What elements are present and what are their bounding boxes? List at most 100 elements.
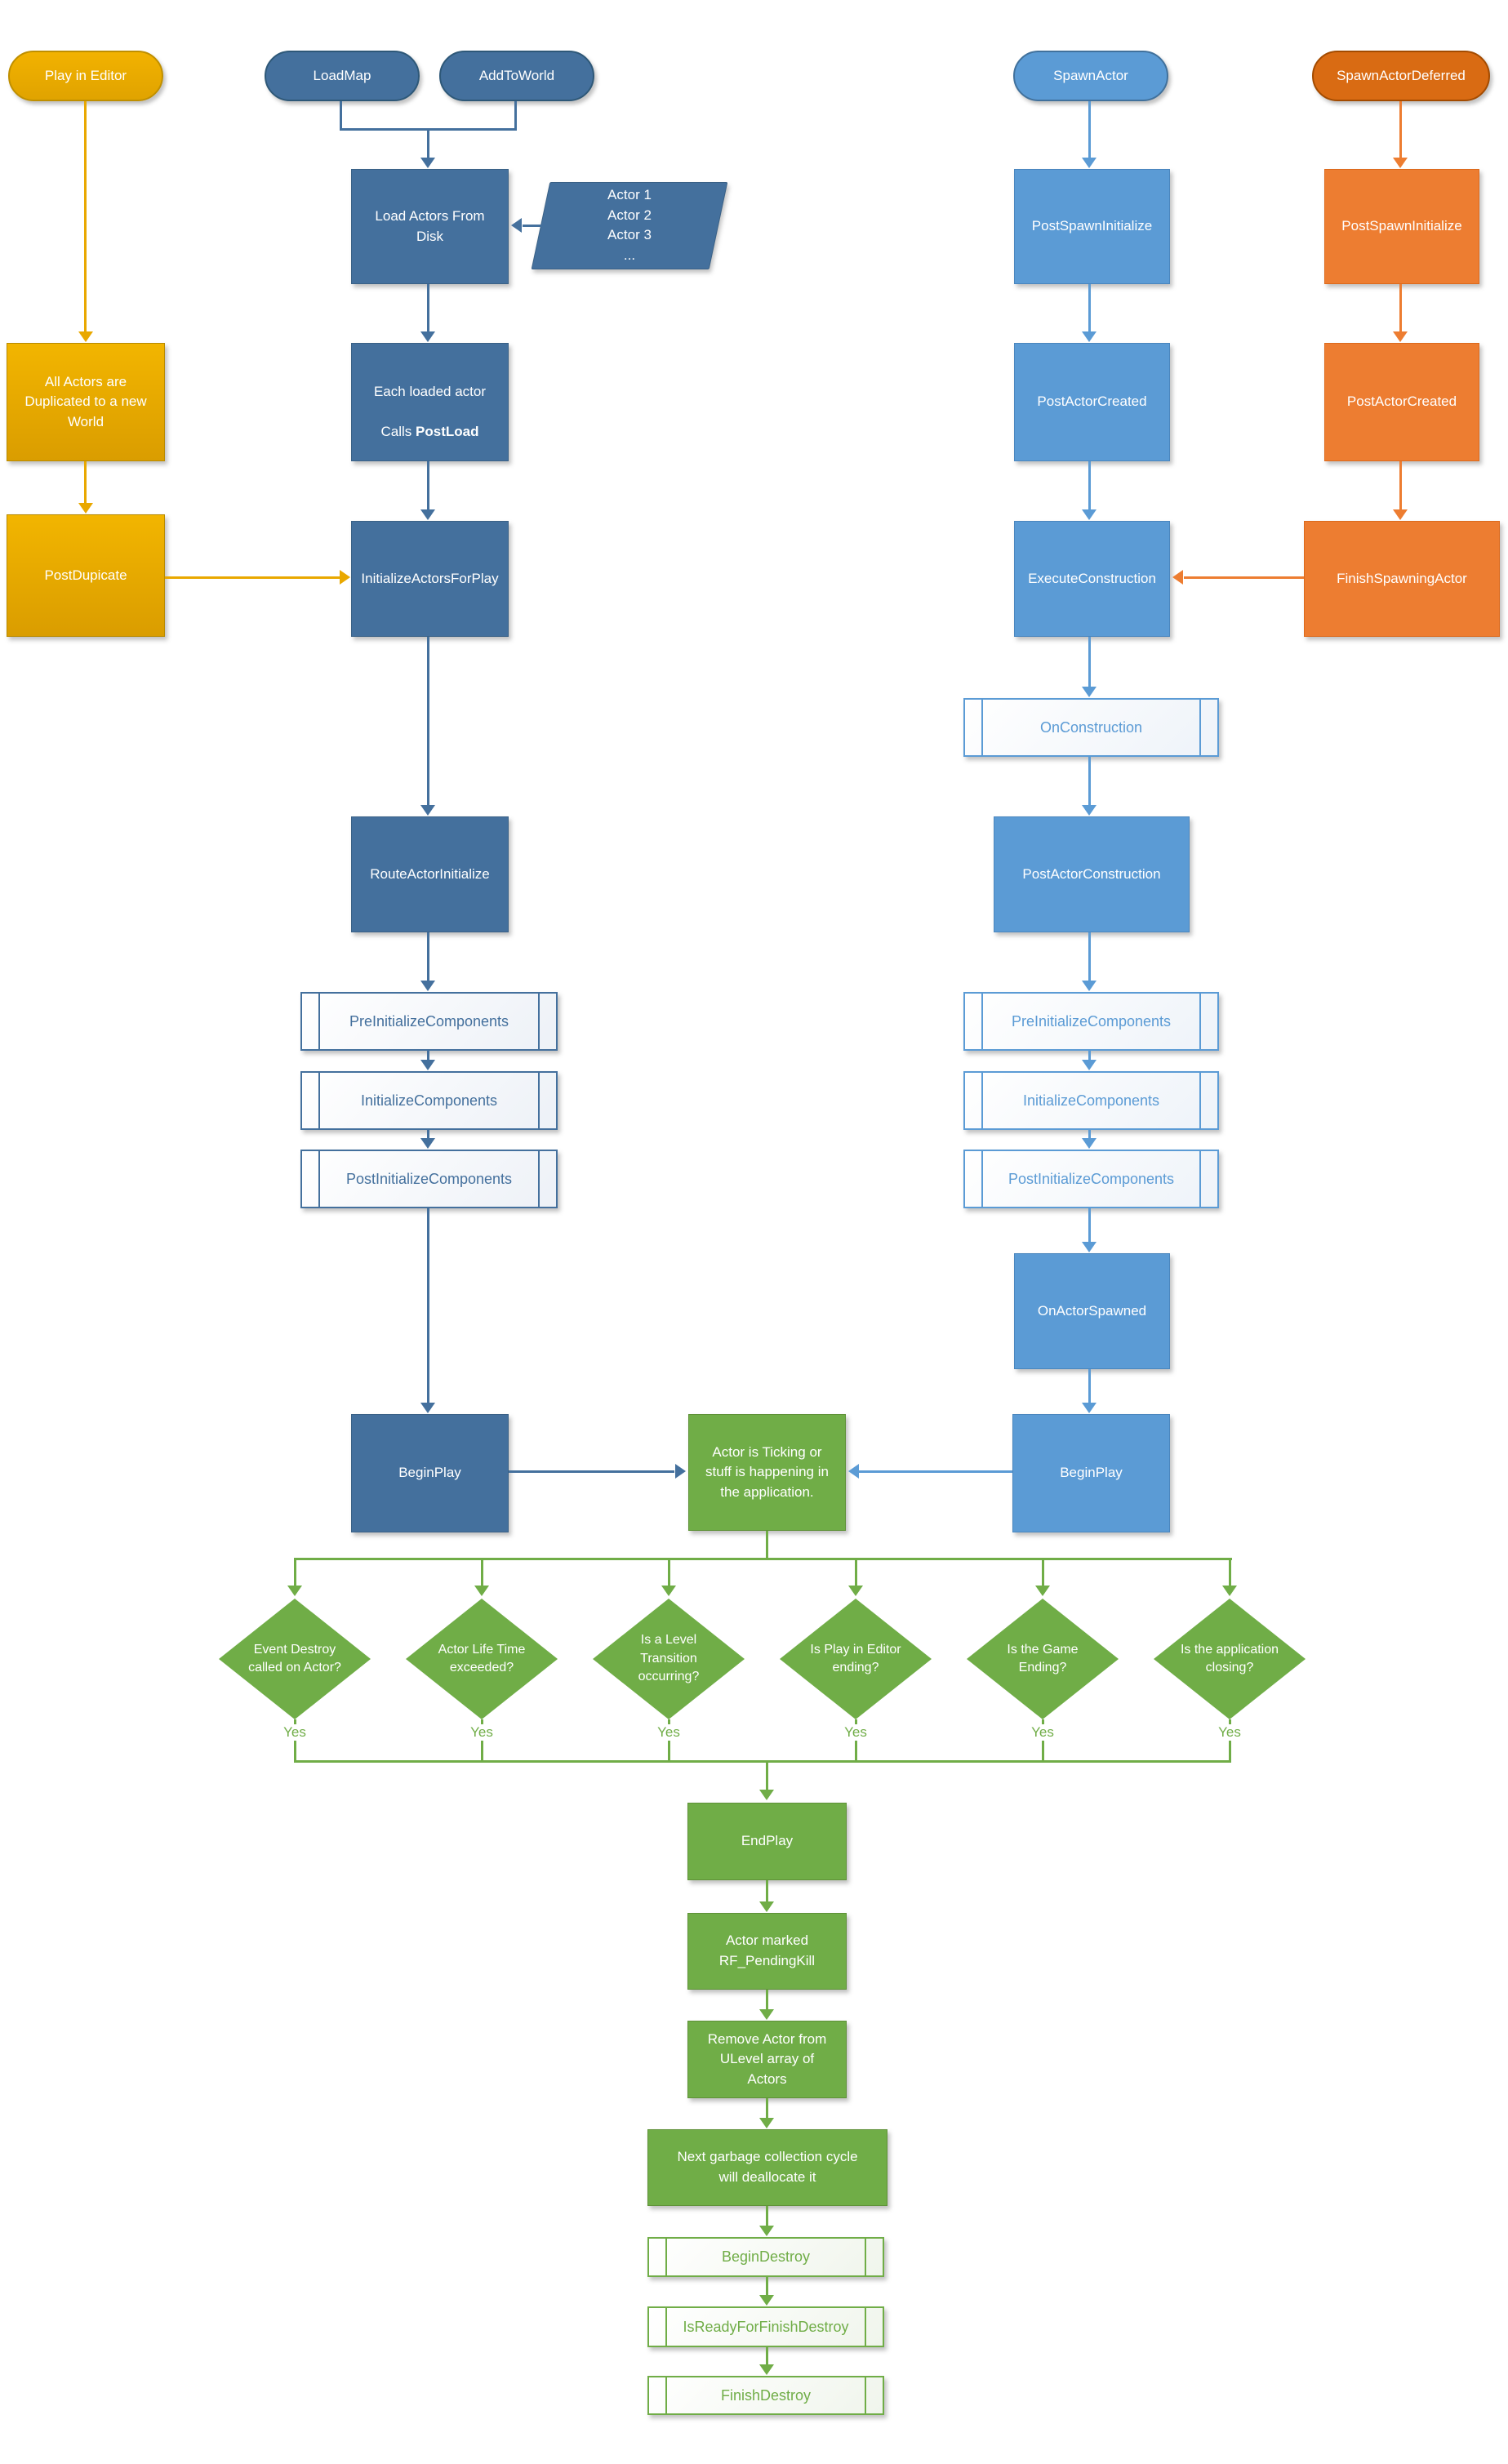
decision-pie-ending: Is Play in Editor ending? <box>780 1599 932 1719</box>
node-initializecomponents-right: InitializeComponents <box>963 1071 1219 1130</box>
connector-merge-drop <box>427 128 429 158</box>
connector-marked-to-remove <box>766 1990 768 2009</box>
node-garbage-collection: Next garbage collection cycle will deall… <box>647 2129 887 2206</box>
connector-load-to-postload <box>427 284 429 331</box>
arrowhead <box>1082 1138 1097 1149</box>
connector-yes-stem-4 <box>855 1719 857 1763</box>
node-play-in-editor: Play in Editor <box>8 51 163 101</box>
connector-preinit-to-init-right <box>1088 1051 1091 1060</box>
connector-yes-stem-6 <box>1229 1719 1231 1763</box>
each-loaded-actor-line1: Each loaded actor <box>373 383 487 399</box>
arrowhead <box>1222 1586 1237 1596</box>
arrowhead <box>1035 1586 1050 1596</box>
connector-postdupicate-to-initializeactors <box>165 576 340 579</box>
arrowhead <box>1082 158 1097 168</box>
node-postinitializecomponents-left: PostInitializeComponents <box>300 1150 558 1208</box>
connector-route-to-preinit <box>427 932 429 981</box>
arrowhead <box>675 1464 686 1479</box>
each-loaded-actor-postload-bold: PostLoad <box>416 424 479 440</box>
connector-yes-stem-2 <box>481 1719 483 1763</box>
connector-branch-stem-6 <box>1229 1558 1231 1586</box>
decision-event-destroy: Event Destroy called on Actor? <box>219 1599 371 1719</box>
connector-branch-bar <box>294 1558 1232 1560</box>
connector-spawnactor-stem <box>1088 101 1091 158</box>
arrowhead <box>1082 687 1097 697</box>
arrowhead <box>1082 509 1097 520</box>
connector-yes-stem-5 <box>1042 1719 1044 1763</box>
connector-actorlist-to-load <box>523 225 560 227</box>
arrowhead <box>848 1586 863 1596</box>
arrowhead <box>759 2295 774 2306</box>
arrowhead <box>420 1403 435 1413</box>
connector-postcreated-to-finishspawning <box>1399 461 1402 509</box>
arrowhead <box>848 1464 859 1479</box>
connector-branch-stem-1 <box>294 1558 296 1586</box>
decision-lifetime-exceeded: Actor Life Time exceeded? <box>406 1599 558 1719</box>
connector-initializeactors-to-route <box>427 637 429 805</box>
connector-deferred-stem <box>1399 101 1402 158</box>
node-remove-actor-ulevel: Remove Actor from ULevel array of Actors <box>687 2021 847 2098</box>
arrowhead <box>78 503 93 514</box>
connector-branch-stem-5 <box>1042 1558 1044 1586</box>
connector-merge-drop-green <box>766 1760 768 1790</box>
node-preinitializecomponents-right: PreInitializeComponents <box>963 992 1219 1051</box>
connector-branch-stem-2 <box>481 1558 483 1586</box>
connector-isready-to-finishdestroy <box>766 2347 768 2364</box>
connector-onactorspawned-to-beginplay <box>1088 1369 1091 1403</box>
connector-duplicate-to-postdupicate <box>84 461 87 503</box>
node-routeactorinitialize: RouteActorInitialize <box>351 816 509 932</box>
arrowhead <box>759 2118 774 2128</box>
arrowhead <box>420 158 435 168</box>
node-executeconstruction: ExecuteConstruction <box>1014 521 1170 637</box>
connector-beginplay-left-to-ticking <box>509 1470 674 1473</box>
arrowhead <box>420 1138 435 1149</box>
arrowhead <box>1082 1403 1097 1413</box>
node-initializeactorsforplay: InitializeActorsForPlay <box>351 521 509 637</box>
each-loaded-actor-call-prefix: Calls <box>380 424 416 440</box>
connector-postinit-to-beginplay <box>427 1208 429 1403</box>
connector-pie-to-duplicate <box>84 101 87 331</box>
connector-onconstruction-to-postconstruction <box>1088 757 1091 805</box>
node-postdupicate: PostDupicate <box>7 514 165 637</box>
arrowhead <box>287 1586 302 1596</box>
node-each-loaded-actor-postload: Each loaded actor Calls PostLoad <box>351 343 509 461</box>
connector-yes-stem-1 <box>294 1719 296 1763</box>
arrowhead <box>78 331 93 342</box>
connector-postspawn-to-postcreated <box>1088 284 1091 331</box>
arrowhead <box>420 1060 435 1070</box>
node-postspawninitialize-spawn: PostSpawnInitialize <box>1014 169 1170 284</box>
connector-postspawn-to-postcreated-orange <box>1399 284 1402 331</box>
arrowhead <box>511 218 522 233</box>
arrowhead <box>1393 331 1408 342</box>
connector-branch-stem-3 <box>668 1558 670 1586</box>
node-preinitializecomponents-left: PreInitializeComponents <box>300 992 558 1051</box>
arrowhead <box>1393 158 1408 168</box>
node-postactorcreated-deferred: PostActorCreated <box>1324 343 1479 461</box>
node-beginplay-left: BeginPlay <box>351 1414 509 1532</box>
arrowhead <box>759 1790 774 1800</box>
node-spawnactor: SpawnActor <box>1013 51 1168 101</box>
connector-finishspawning-to-execute <box>1184 576 1304 579</box>
arrowhead <box>759 2009 774 2020</box>
connector-postcreated-to-execute <box>1088 461 1091 509</box>
connector-execute-to-onconstruction <box>1088 637 1091 687</box>
connector-merge-bar-green <box>294 1760 1231 1763</box>
connector-preinit-to-init <box>427 1051 429 1060</box>
arrowhead <box>420 509 435 520</box>
node-finishspawningactor: FinishSpawningActor <box>1304 521 1500 637</box>
arrowhead <box>1082 331 1097 342</box>
node-actor-list-parallelogram: Actor 1 Actor 2 Actor 3 ... <box>531 182 728 269</box>
node-postactorconstruction: PostActorConstruction <box>994 816 1190 932</box>
node-onconstruction: OnConstruction <box>963 698 1219 757</box>
node-addtoworld: AddToWorld <box>439 51 594 101</box>
connector-begindestroy-to-isready <box>766 2277 768 2295</box>
arrowhead <box>340 570 350 585</box>
connector-beginplay-right-to-ticking <box>859 1470 1012 1473</box>
arrowhead <box>1082 1242 1097 1252</box>
node-postactorcreated-spawn: PostActorCreated <box>1014 343 1170 461</box>
decision-application-closing: Is the application closing? <box>1154 1599 1306 1719</box>
arrowhead <box>1082 1060 1097 1070</box>
connector-loadmap-stem <box>340 101 342 131</box>
connector-remove-to-garbage <box>766 2098 768 2118</box>
